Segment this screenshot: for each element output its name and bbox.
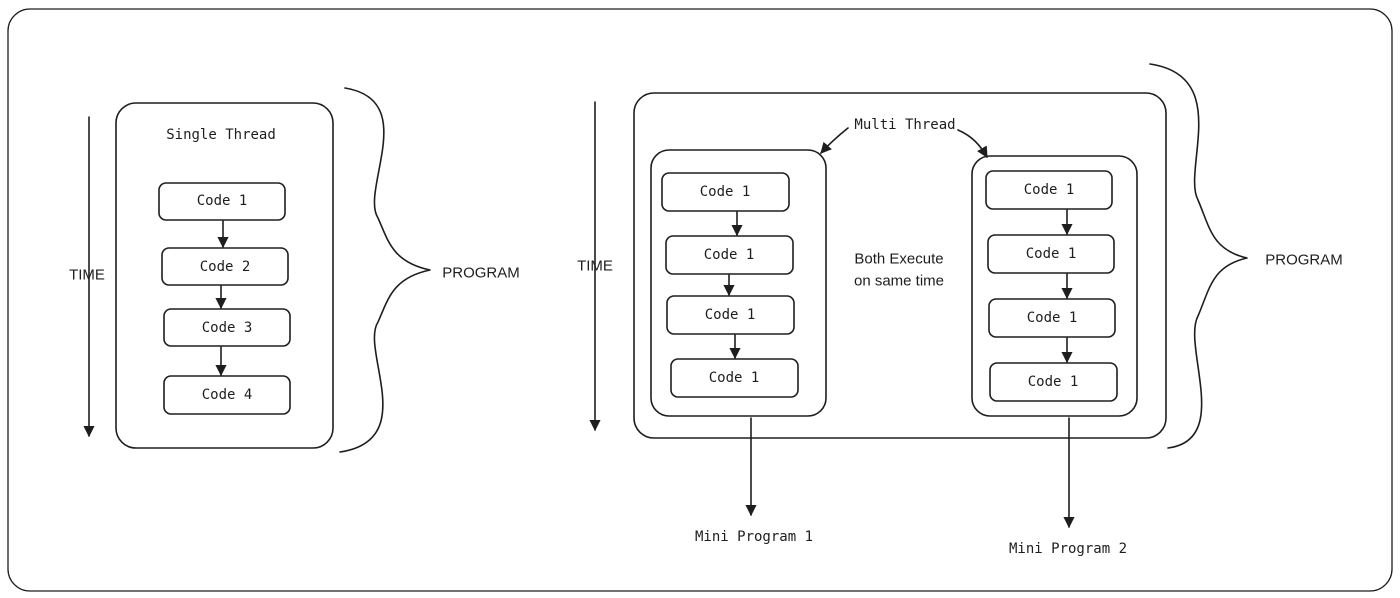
multi-thread-container	[633, 92, 1167, 439]
single-code-box-4	[163, 375, 291, 415]
thread-2-container	[971, 155, 1138, 417]
multi-label-arrow-left	[820, 127, 849, 154]
thread1-code-box-1	[661, 172, 790, 212]
multi-program-brace	[1149, 63, 1248, 449]
multi-label-arrow-right	[957, 129, 988, 158]
thread1-code-label-1: Code 1	[699, 184, 751, 200]
thread1-code-label-3: Code 1	[704, 307, 756, 323]
mini-program-2-label: Mini Program 2	[1008, 541, 1128, 557]
thread2-code-label-1: Code 1	[1023, 182, 1075, 198]
single-thread-container	[115, 102, 334, 449]
simultaneous-note: Both Execute on same time	[854, 248, 944, 292]
single-program-label: PROGRAM	[442, 264, 520, 282]
multi-time-label: TIME	[577, 257, 613, 275]
single-code-label-4: Code 4	[201, 387, 253, 403]
thread1-code-label-4: Code 1	[708, 370, 760, 386]
multi-thread-title: Multi Thread	[854, 117, 956, 133]
single-time-label: TIME	[69, 266, 105, 284]
single-code-box-3	[163, 308, 291, 347]
thread1-code-label-2: Code 1	[703, 247, 755, 263]
single-code-label-1: Code 1	[196, 193, 248, 209]
thread2-code-box-1	[985, 170, 1113, 210]
thread-1-container	[650, 149, 827, 417]
thread2-code-label-4: Code 1	[1027, 374, 1079, 390]
thread2-code-label-2: Code 1	[1025, 246, 1077, 262]
outer-frame	[7, 8, 1393, 592]
thread1-code-box-2	[665, 235, 794, 275]
single-thread-title: Single Thread	[166, 127, 276, 143]
thread2-code-label-3: Code 1	[1026, 310, 1078, 326]
single-code-label-2: Code 2	[199, 259, 251, 275]
single-code-label-3: Code 3	[201, 320, 253, 336]
simultaneous-note-line-2: on same time	[853, 272, 945, 289]
simultaneous-note-line-1: Both Execute	[854, 250, 944, 268]
thread2-code-box-3	[988, 298, 1116, 338]
thread2-code-box-2	[987, 234, 1115, 274]
single-program-brace	[339, 87, 431, 453]
thread2-code-box-4	[989, 362, 1118, 402]
multi-program-label: PROGRAM	[1265, 251, 1343, 269]
mini-program-1-label: Mini Program 1	[694, 529, 814, 545]
single-code-box-1	[158, 182, 286, 221]
